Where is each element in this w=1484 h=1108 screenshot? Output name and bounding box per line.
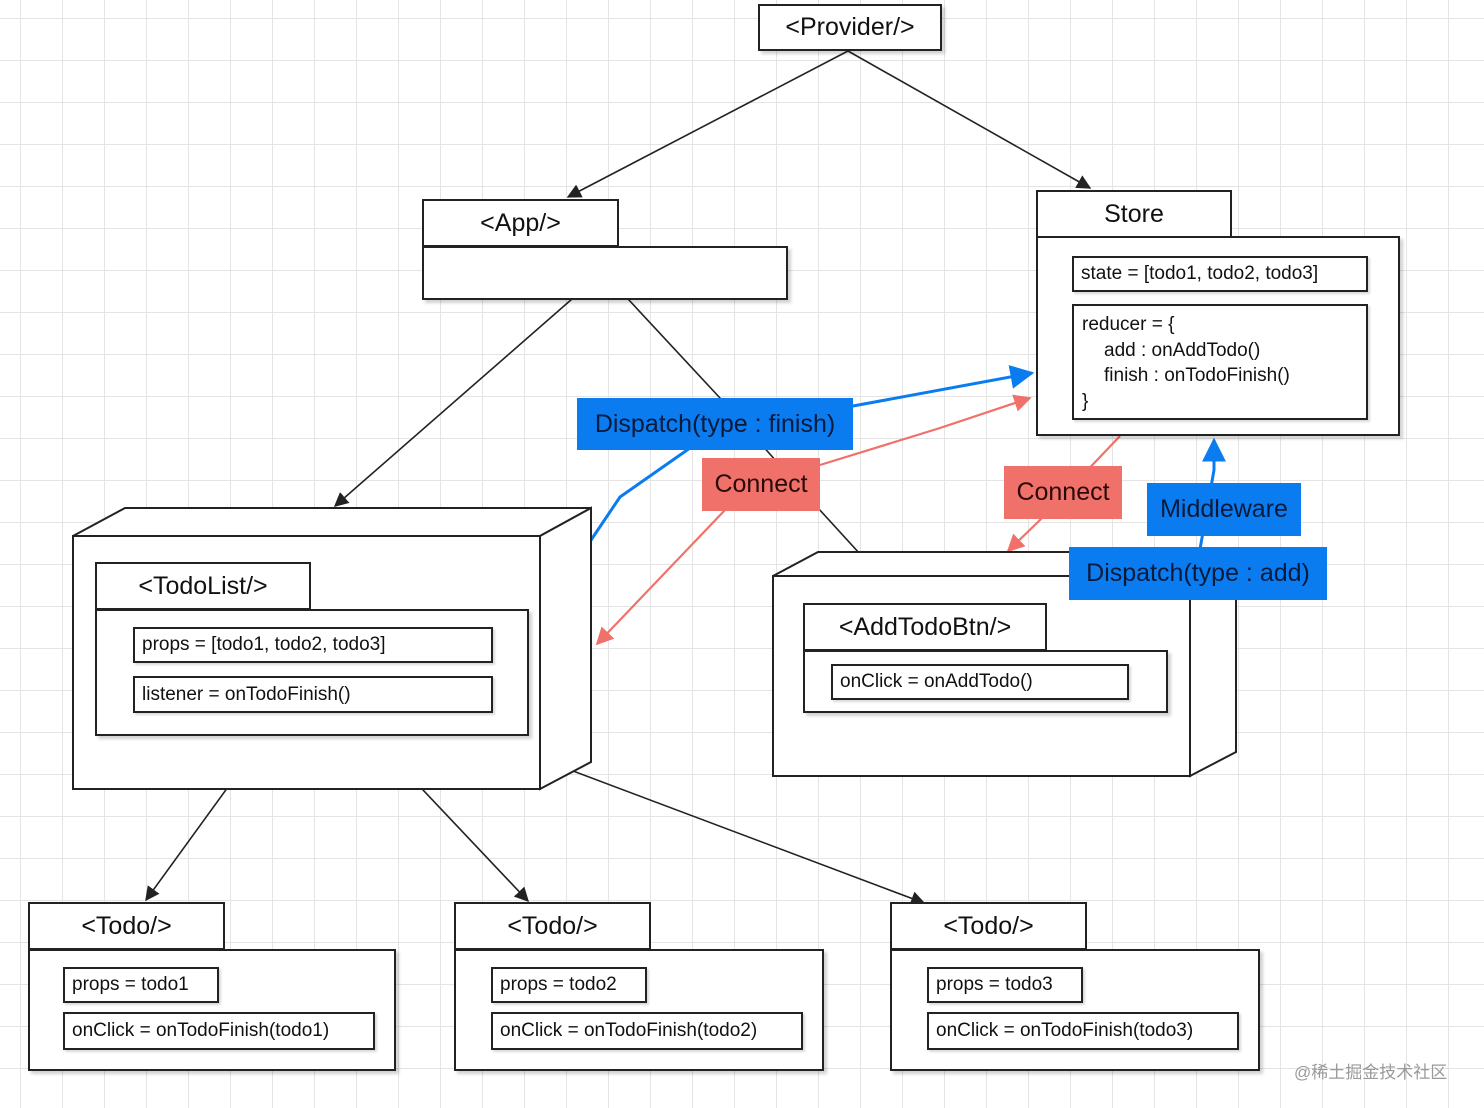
todo3-node: <Todo/> — [890, 902, 1087, 950]
arrow-todolist-to-todo1 — [145, 735, 266, 902]
todolist-body: props = [todo1, todo2, todo3] listener =… — [95, 609, 529, 736]
reducer-finish: finish : onTodoFinish() — [1104, 365, 1290, 386]
dispatch-finish-label: Dispatch(type : finish) — [577, 398, 853, 450]
todo1-body: props = todo1 onClick = onTodoFinish(tod… — [28, 949, 396, 1071]
todo1-props-field: props = todo1 — [63, 967, 219, 1003]
connect-left-label: Connect — [702, 458, 820, 511]
provider-title: <Provider/> — [785, 13, 915, 41]
todo2-node: <Todo/> — [454, 902, 651, 950]
app-node: <App/> — [422, 199, 619, 247]
todo2-title: <Todo/> — [507, 911, 598, 940]
todo3-props-field: props = todo3 — [927, 967, 1083, 1003]
watermark: @稀土掘金技术社区 — [1294, 1063, 1448, 1082]
arrow-todolist-to-todo3 — [479, 735, 926, 906]
todo3-title: <Todo/> — [943, 911, 1034, 940]
connect-right-label: Connect — [1004, 466, 1122, 519]
arrow-connect-to-store — [819, 394, 1032, 467]
todolist-listener-field: listener = onTodoFinish() — [133, 676, 493, 713]
reducer-open: reducer = { — [1082, 314, 1175, 335]
dispatch-add-label: Dispatch(type : add) — [1069, 547, 1327, 600]
app-title: <App/> — [480, 208, 561, 237]
arrow-todolist-to-todo2 — [371, 735, 529, 903]
todo1-title: <Todo/> — [81, 911, 172, 940]
addtodobtn-title: <AddTodoBtn/> — [838, 612, 1012, 641]
todo1-node: <Todo/> — [28, 902, 225, 950]
todo1-onclick-field: onClick = onTodoFinish(todo1) — [63, 1012, 375, 1050]
store-node: Store — [1036, 190, 1232, 238]
todo2-onclick-field: onClick = onTodoFinish(todo2) — [491, 1012, 803, 1050]
arrow-app-to-todolist — [333, 298, 573, 507]
store-body: state = [todo1, todo2, todo3] reducer = … — [1036, 236, 1400, 436]
arrow-provider-to-app — [566, 50, 849, 198]
todolist-props-field: props = [todo1, todo2, todo3] — [133, 627, 493, 663]
addtodobtn-node: <AddTodoBtn/> — [803, 603, 1047, 651]
addtodobtn-onclick-field: onClick = onAddTodo() — [831, 664, 1129, 700]
reducer-close: } — [1082, 390, 1089, 412]
addtodobtn-body: onClick = onAddTodo() — [803, 650, 1168, 713]
middleware-label: Middleware — [1147, 483, 1301, 536]
store-title: Store — [1104, 199, 1164, 228]
todolist-title: <TodoList/> — [138, 571, 268, 600]
todo2-props-field: props = todo2 — [491, 967, 647, 1003]
store-reducer-field: reducer = { add : onAddTodo() finish : o… — [1072, 304, 1368, 420]
arrow-connect-to-todolist — [595, 509, 726, 646]
arrow-connect-store-to-addtodobtn — [1006, 435, 1121, 553]
todolist-node: <TodoList/> — [95, 562, 311, 610]
provider-node: <Provider/> — [758, 4, 942, 51]
arrow-provider-to-store — [847, 50, 1092, 189]
app-body — [422, 246, 788, 300]
reducer-add: add : onAddTodo() — [1104, 339, 1261, 361]
todo3-onclick-field: onClick = onTodoFinish(todo3) — [927, 1012, 1239, 1050]
store-state-field: state = [todo1, todo2, todo3] — [1072, 256, 1368, 292]
todo2-body: props = todo2 onClick = onTodoFinish(tod… — [454, 949, 824, 1071]
todo3-body: props = todo3 onClick = onTodoFinish(tod… — [890, 949, 1260, 1071]
